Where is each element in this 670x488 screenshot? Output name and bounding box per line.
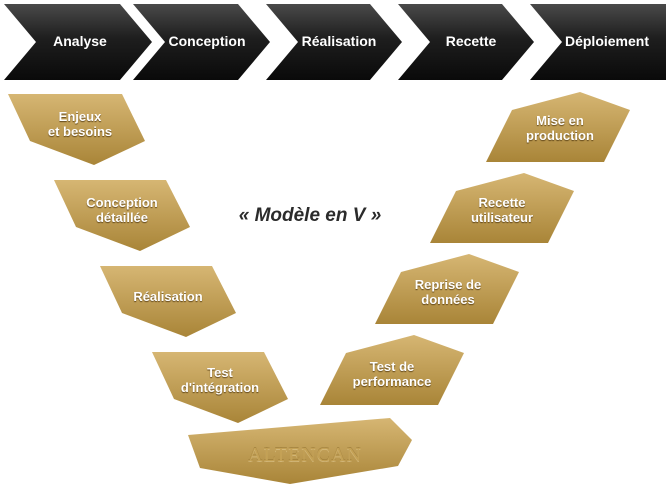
step-label-realisation: Réalisation bbox=[133, 288, 203, 304]
phase-label-deploiement: Déploiement bbox=[564, 33, 649, 50]
step-shape-mise-en-production bbox=[486, 92, 630, 162]
step-shape-realisation bbox=[100, 266, 236, 337]
phase-chevron-conception bbox=[133, 4, 270, 80]
step-shape-recette-utilisateur bbox=[430, 173, 574, 243]
phase-chevron-realisation bbox=[266, 4, 402, 80]
phase-label-analyse: Analyse bbox=[53, 33, 107, 50]
step-shape-enjeux bbox=[8, 94, 145, 165]
step-label-conception-detaillee: Conception détaillée bbox=[86, 195, 158, 225]
diagram-title: « Modèle en V » bbox=[238, 205, 382, 227]
phase-chevron-recette bbox=[398, 4, 534, 80]
phase-label-conception: Conception bbox=[168, 33, 246, 50]
step-label-test-performance: Test de performance bbox=[352, 359, 432, 389]
phase-chevron-analyse bbox=[4, 4, 152, 80]
step-label-test-integration: Test d'intégration bbox=[180, 365, 260, 395]
step-label-reprise-donnees: Reprise de données bbox=[414, 277, 482, 307]
step-shape-conception-detaillee bbox=[54, 180, 190, 251]
phase-label-realisation: Réalisation bbox=[301, 33, 377, 50]
phase-label-recette: Recette bbox=[445, 33, 497, 50]
step-label-mise-en-production: Mise en production bbox=[526, 113, 594, 143]
step-shape-test-performance bbox=[320, 335, 464, 405]
phase-chevron-deploiement bbox=[530, 4, 666, 80]
logo-altencan: ALTENCAN bbox=[248, 443, 362, 466]
step-label-enjeux: Enjeux et besoins bbox=[47, 109, 113, 139]
step-label-recette-utilisateur: Recette utilisateur bbox=[470, 195, 534, 225]
step-shape-test-integration bbox=[152, 352, 288, 423]
step-shape-reprise-donnees bbox=[375, 254, 519, 324]
bottom-shape bbox=[188, 418, 412, 484]
